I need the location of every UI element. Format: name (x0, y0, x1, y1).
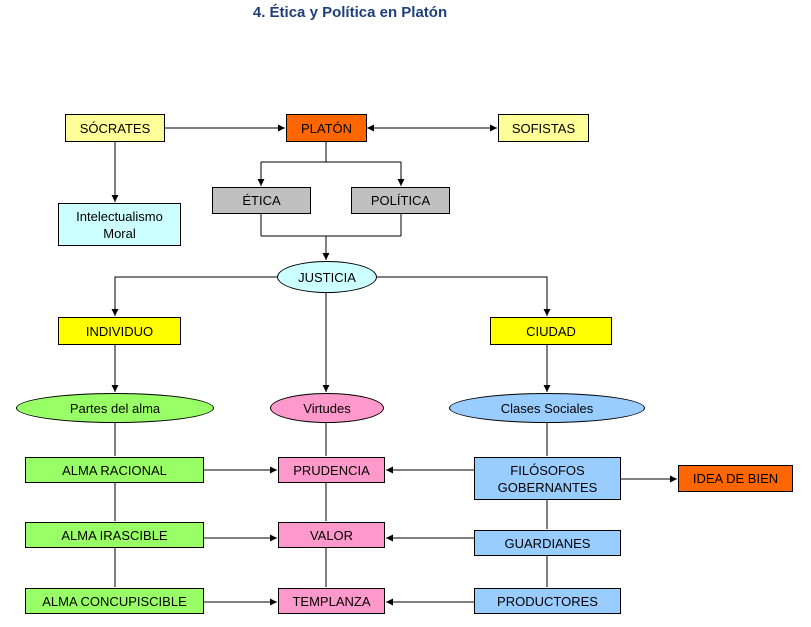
node-alma-racional: ALMA RACIONAL (25, 457, 204, 483)
node-ciudad: CIUDAD (490, 317, 612, 345)
node-socrates: SÓCRATES (65, 114, 165, 142)
node-guardianes: GUARDIANES (474, 530, 621, 556)
node-individuo: INDIVIDUO (58, 317, 181, 345)
arrow-justicia-ciudad (377, 276, 551, 316)
node-idea-bien: IDEA DE BIEN (678, 465, 793, 492)
node-etica: ÉTICA (212, 187, 311, 214)
node-productores: PRODUCTORES (474, 588, 621, 614)
node-alma-concupiscible: ALMA CONCUPISCIBLE (25, 588, 204, 614)
node-templanza: TEMPLANZA (278, 588, 385, 614)
node-intelectualismo: Intelectualismo Moral (58, 203, 181, 246)
node-alma-irascible: ALMA IRASCIBLE (25, 522, 204, 548)
arrow-justicia-individuo (111, 276, 277, 316)
node-valor: VALOR (278, 522, 385, 548)
page-title: 4. Ética y Política en Platón (252, 4, 448, 21)
node-platon: PLATÓN (286, 114, 367, 142)
node-politica: POLÍTICA (351, 187, 450, 214)
node-partes-alma: Partes del alma (16, 393, 214, 423)
node-sofistas: SOFISTAS (498, 114, 589, 142)
node-filosofos: FILÓSOFOS GOBERNANTES (474, 457, 621, 500)
node-virtudes: Virtudes (270, 393, 384, 423)
node-justicia: JUSTICIA (277, 261, 377, 293)
node-clases-sociales: Clases Sociales (449, 393, 645, 423)
node-prudencia: PRUDENCIA (278, 457, 385, 483)
